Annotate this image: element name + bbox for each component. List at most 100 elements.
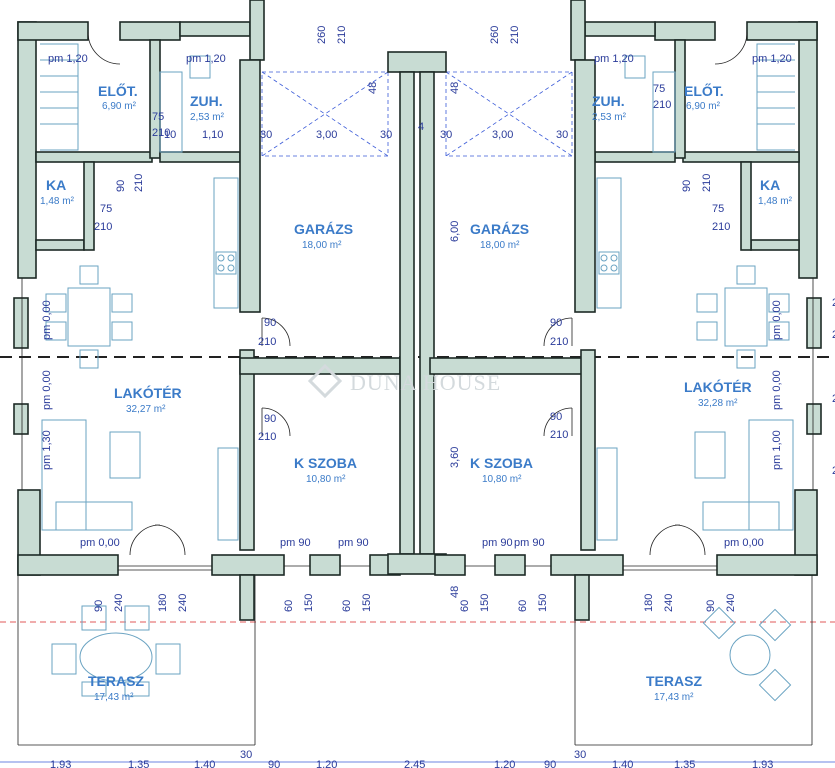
dimension-label: 60 [459,600,471,612]
dimension-label: 90 [550,411,562,423]
dimension-label: 90 [544,759,556,768]
dimension-label: 210 [550,336,568,348]
dimension-label: 60 [517,600,529,612]
room-label-garazs-right: GARÁZS [470,221,529,237]
dimension-label: pm 90 [338,537,369,549]
dimension-label: 30 [240,749,252,761]
area-elot-left: 6,90 m² [102,101,137,112]
dimension-label: pm 0,00 [41,370,53,410]
dimension-label: 180 [643,594,655,612]
dimension-label: 75 [152,111,164,123]
dimension-label: 90 [264,317,276,329]
dimension-label: 210 [653,99,671,111]
dimension-label: 210 [152,127,170,139]
dimension-label: 30 [556,129,568,141]
area-garazs-left: 18,00 m² [302,240,342,251]
door-swings [87,31,748,556]
dimension-label: 75 [653,83,665,95]
dimension-label: 3,00 [492,129,513,141]
garage-left-overhead [261,71,389,157]
room-labels: ELŐT. 6,90 m² ZUH. 2,53 m² KA 1,48 m² GA… [40,82,793,703]
dimension-label: 1,93 [50,759,71,768]
dimension-label: pm 1,00 [771,430,783,470]
dimension-label: 210 [336,26,348,44]
dimension-label: 150 [537,594,549,612]
dimension-label: pm 90 [514,537,545,549]
area-terasz-right: 17,43 m² [654,692,694,703]
dimension-label: 30 [440,129,452,141]
room-label-zuh-left: ZUH. [190,93,223,109]
dimension-label: 210 [258,431,276,443]
dimension-label: 1,35 [674,759,695,768]
dimension-label: 90 [705,600,717,612]
dimension-label: 2 [832,465,835,477]
dimension-label: pm 0,00 [771,370,783,410]
dimension-label: 1,20 [316,759,337,768]
watermark-text: DUNA HOUSE [350,370,501,395]
room-label-terasz-left: TERASZ [88,673,144,689]
room-label-garazs-left: GARÁZS [294,221,353,237]
room-label-kszoba-left: K SZOBA [294,455,357,471]
room-label-elot-left: ELŐT. [98,82,138,99]
room-label-terasz-right: TERASZ [646,673,702,689]
area-ka-right: 1,48 m² [758,196,793,207]
watermark: DUNA HOUSE [307,363,501,399]
area-zuh-left: 2,53 m² [190,112,225,123]
dimension-label: 260 [316,26,328,44]
dimension-label: 1,40 [612,759,633,768]
dimension-label: pm 90 [482,537,513,549]
room-label-ka-right: KA [760,177,780,193]
dimension-label: 3,60 [449,447,461,468]
party-wall [387,51,591,575]
dimension-label: 75 [712,203,724,215]
dimension-label: 90 [264,413,276,425]
dimension-label: 240 [177,594,189,612]
dimension-label: 60 [341,600,353,612]
dimension-label: 210 [550,429,568,441]
area-kszoba-right: 10,80 m² [482,474,522,485]
walls-right-unit [434,0,822,621]
room-label-lakoter-left: LAKÓTÉR [114,384,182,401]
dimension-label: 4 [418,121,424,133]
dimension-label: 3,00 [316,129,337,141]
room-label-lakoter-right: LAKÓTÉR [684,378,752,395]
dimension-label: 1,20 [494,759,515,768]
dimension-label: 240 [113,594,125,612]
dimension-label: pm 1,30 [41,430,53,470]
furniture-right [596,43,795,702]
dimension-label: 210 [258,336,276,348]
dimension-label: 10 [164,129,176,141]
dimension-label: 90 [115,180,127,192]
dimension-label: 240 [663,594,675,612]
dimension-label: pm 0,00 [80,537,120,549]
dimension-label: 48 [449,82,461,94]
dimension-label: 180 [157,594,169,612]
area-lakoter-right: 32,28 m² [698,398,738,409]
dimension-label: 2,45 [404,759,425,768]
dimension-label: pm 1,20 [186,53,226,65]
room-label-elot-right: ELŐT. [684,82,724,99]
dimension-label: pm 1,20 [594,53,634,65]
area-garazs-right: 18,00 m² [480,240,520,251]
area-terasz-left: 17,43 m² [94,692,134,703]
dimension-label: 150 [303,594,315,612]
dimension-label: 2 [832,393,835,405]
area-elot-right: 6,90 m² [686,101,721,112]
dimension-label: 90 [268,759,280,768]
dimension-label: 90 [93,600,105,612]
garage-right-overhead [445,71,573,157]
dimension-label: 48 [449,586,461,598]
dimension-label: pm 1,20 [48,53,88,65]
room-label-zuh-right: ZUH. [592,93,625,109]
dimension-label: pm 0,00 [771,300,783,340]
dimension-label: 30 [260,129,272,141]
dimension-label: 210 [94,221,112,233]
dimension-label: pm 0,00 [724,537,764,549]
dimension-label: 260 [489,26,501,44]
dimension-label: 75 [100,203,112,215]
dimension-label: 1,93 [752,759,773,768]
dimension-label: 210 [712,221,730,233]
furniture-left [40,43,239,697]
